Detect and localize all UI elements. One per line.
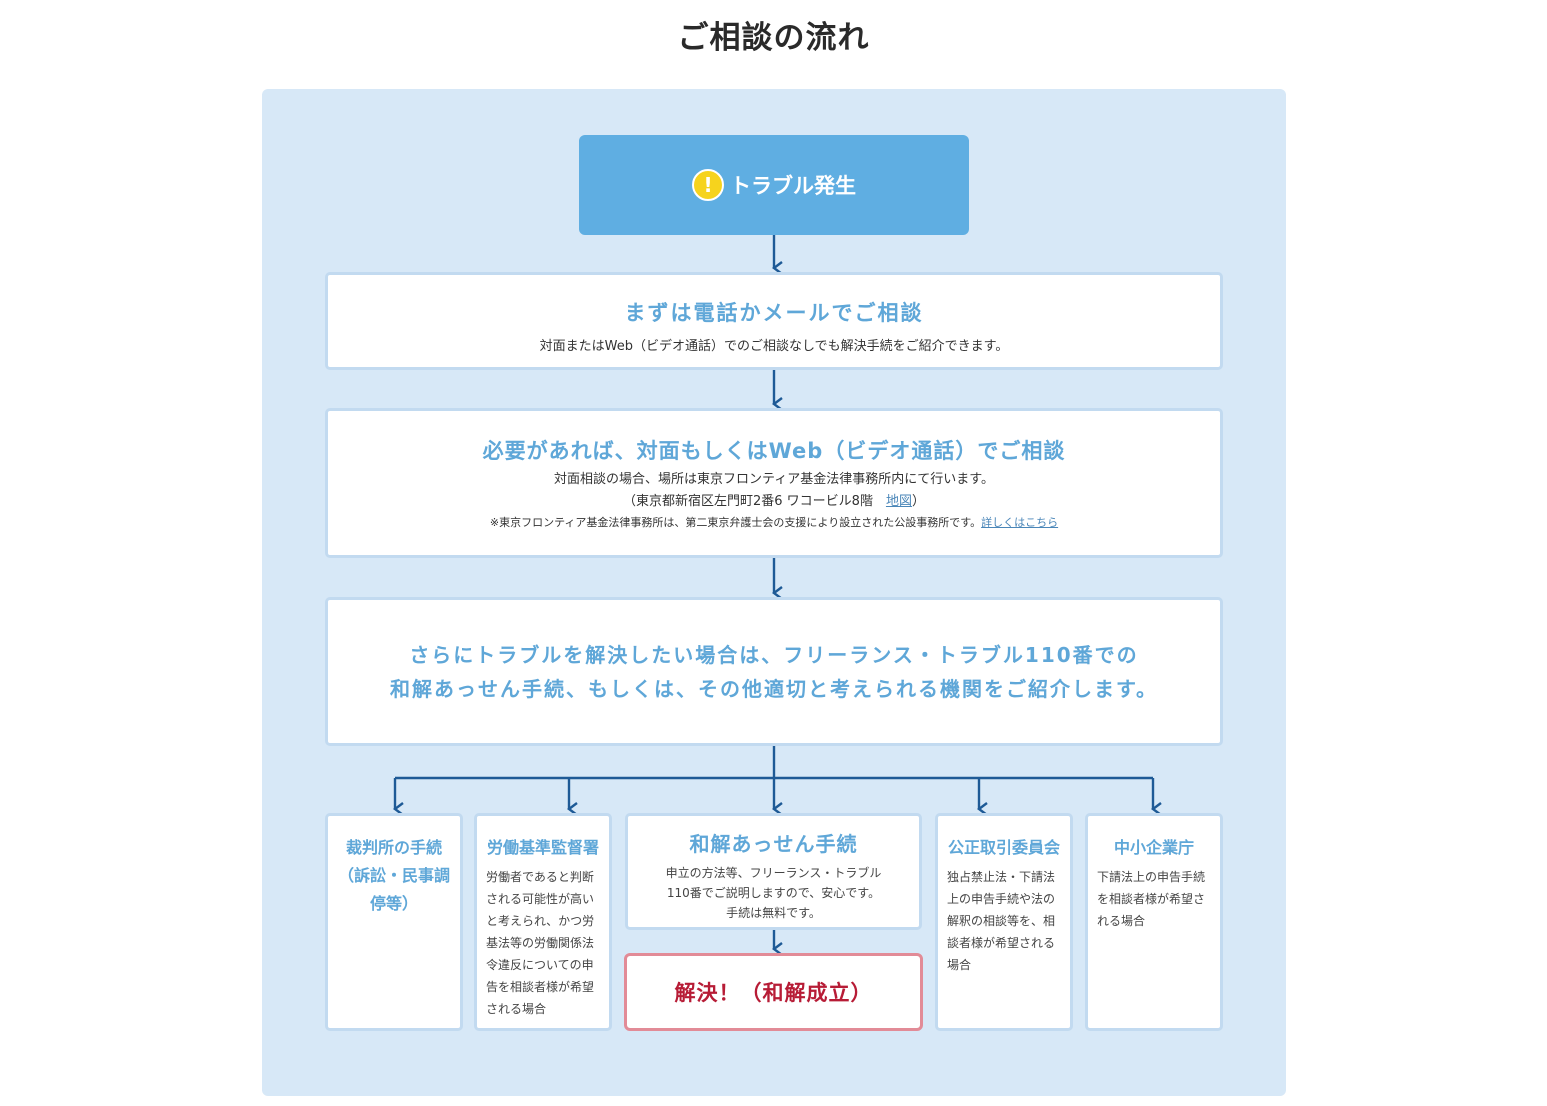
branch-fair-trade-commission-title: 公正取引委員会	[947, 838, 1060, 857]
step-in-person-web-address: （東京都新宿区左門町2番6 ワコービル8階 地図）	[328, 491, 1220, 513]
step-phone-email-desc: 対面またはWeb（ビデオ通話）でのご相談なしでも解決手続をご紹介できます。	[539, 339, 1009, 354]
branch-labor-office-title: 労働基準監督署	[486, 838, 599, 857]
branch-mediation-desc-line1: 申立の方法等、フリーランス・トラブル	[665, 866, 882, 880]
branch-mediation-desc-line3: 手続は無料です。	[726, 906, 821, 920]
address-text: （東京都新宿区左門町2番6 ワコービル8階	[623, 494, 886, 509]
step-further-resolution-line1: さらにトラブルを解決したい場合は、フリーランス・トラブル110番での	[409, 642, 1139, 667]
branch-mediation-desc-line2: 110番でご説明しますので、安心です。	[666, 886, 881, 900]
branch-sme-agency: 中小企業庁 下請法上の申告手続を相談者様が希望される場合	[1085, 813, 1223, 1031]
branch-courts: 裁判所の手続（訴訟・民事調停等）	[325, 813, 463, 1031]
step-further-resolution-line2: 和解あっせん手続、もしくは、その他適切と考えられる機関をご紹介します。	[390, 676, 1158, 701]
resolved-box: 解決！（和解成立）	[624, 953, 923, 1031]
branch-labor-office: 労働基準監督署 労働者であると判断される可能性が高いと考えられ、かつ労基法等の労…	[474, 813, 612, 1031]
warning-icon: !	[692, 169, 724, 201]
step-phone-email-title: まずは電話かメールでご相談	[624, 301, 924, 325]
branch-labor-office-desc: 労働者であると判断される可能性が高いと考えられ、かつ労基法等の労働関係法令違反に…	[486, 870, 595, 1016]
branch-mediation: 和解あっせん手続 申立の方法等、フリーランス・トラブル 110番でご説明しますの…	[625, 813, 922, 930]
trouble-start-box: ! トラブル発生	[579, 135, 969, 235]
address-close: ）	[911, 494, 925, 509]
page-title: ご相談の流れ	[677, 20, 870, 56]
step-further-resolution: さらにトラブルを解決したい場合は、フリーランス・トラブル110番での 和解あっせ…	[325, 597, 1223, 746]
step-in-person-web-note: ※東京フロンティア基金法律事務所は、第二東京弁護士会の支援により設立された公設事…	[328, 513, 1220, 533]
step-in-person-web-location: 対面相談の場合、場所は東京フロンティア基金法律事務所内にて行います。	[554, 472, 994, 487]
step-in-person-web-title: 必要があれば、対面もしくはWeb（ビデオ通話）でご相談	[482, 439, 1066, 463]
detail-link[interactable]: 詳しくはこちら	[981, 516, 1059, 529]
branch-courts-title: 裁判所の手続（訴訟・民事調停等）	[337, 838, 450, 913]
branch-sme-agency-desc: 下請法上の申告手続を相談者様が希望される場合	[1097, 870, 1206, 928]
branch-sme-agency-title: 中小企業庁	[1113, 838, 1194, 857]
trouble-start-label: トラブル発生	[730, 174, 856, 198]
step-phone-email: まずは電話かメールでご相談 対面またはWeb（ビデオ通話）でのご相談なしでも解決…	[325, 272, 1223, 370]
branch-fair-trade-commission-desc: 独占禁止法・下請法上の申告手続や法の解釈の相談等を、相談者様が希望される場合	[947, 870, 1056, 972]
branch-mediation-desc: 申立の方法等、フリーランス・トラブル 110番でご説明しますので、安心です。 手…	[628, 863, 919, 923]
map-link[interactable]: 地図	[885, 494, 912, 509]
note-text: ※東京フロンティア基金法律事務所は、第二東京弁護士会の支援により設立された公設事…	[489, 516, 982, 529]
step-in-person-web: 必要があれば、対面もしくはWeb（ビデオ通話）でご相談 対面相談の場合、場所は東…	[325, 408, 1223, 558]
branch-fair-trade-commission: 公正取引委員会 独占禁止法・下請法上の申告手続や法の解釈の相談等を、相談者様が希…	[935, 813, 1073, 1031]
branch-mediation-title: 和解あっせん手続	[689, 832, 858, 856]
